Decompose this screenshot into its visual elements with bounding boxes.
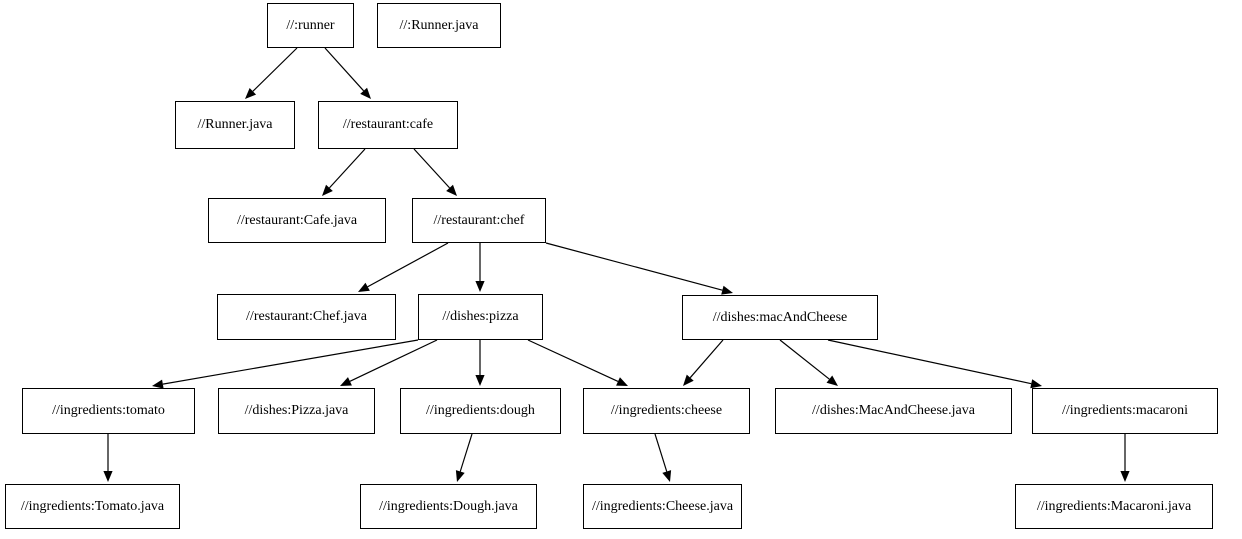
- graph-node-dishes_mac_java[interactable]: //dishes:MacAndCheese.java: [775, 388, 1012, 434]
- graph-edge-dishes_mac-to-ing_cheese: [683, 339, 724, 386]
- graph-node-restaurant_cafe[interactable]: //restaurant:cafe: [318, 101, 458, 149]
- graph-node-label: //restaurant:Cafe.java: [236, 212, 358, 228]
- graph-node-restaurant_cafe_java[interactable]: //restaurant:Cafe.java: [208, 198, 386, 243]
- graph-node-label: //restaurant:cafe: [342, 117, 434, 132]
- graph-node-label: //Runner.java: [197, 117, 273, 132]
- graph-edge-restaurant_chef-to-restaurant_chef_java: [358, 242, 449, 292]
- graph-edge-ing_tomato-to-ing_tomato_java: [103, 434, 113, 482]
- graph-node-ing_macaroni_java[interactable]: //ingredients:Macaroni.java: [1015, 484, 1213, 529]
- graph-node-label: //:runner: [286, 17, 335, 33]
- graph-node-label: //ingredients:tomato: [52, 403, 165, 418]
- graph-node-label: //ingredients:Dough.java: [379, 498, 518, 514]
- graph-node-runner[interactable]: //:runner: [267, 3, 354, 48]
- graph-node-label: //ingredients:macaroni: [1062, 403, 1188, 418]
- graph-node-label: //ingredients:Cheese.java: [591, 498, 734, 514]
- graph-node-label: //dishes:Pizza.java: [244, 403, 349, 418]
- graph-edge-dishes_pizza-to-ing_tomato: [152, 339, 419, 389]
- graph-node-ing_macaroni[interactable]: //ingredients:macaroni: [1032, 388, 1218, 434]
- arrowhead-icon: [683, 374, 694, 386]
- arrowhead-icon: [1030, 379, 1042, 389]
- arrowhead-icon: [360, 87, 371, 99]
- graph-node-label: //dishes:MacAndCheese.java: [812, 403, 975, 418]
- graph-edge-restaurant_chef-to-dishes_mac: [545, 242, 733, 295]
- graph-node-ing_tomato[interactable]: //ingredients:tomato: [22, 388, 195, 434]
- arrowhead-icon: [322, 184, 333, 196]
- graph-node-label: //ingredients:dough: [426, 403, 535, 418]
- graph-node-ing_cheese_java[interactable]: //ingredients:Cheese.java: [583, 484, 742, 529]
- graph-node-label: //ingredients:Macaroni.java: [1036, 498, 1192, 514]
- graph-edge-ing_cheese-to-ing_cheese_java: [654, 433, 672, 482]
- graph-node-ing_dough[interactable]: //ingredients:dough: [400, 388, 561, 434]
- graph-node-label: //:Runner.java: [399, 17, 479, 33]
- graph-node-restaurant_chef_java[interactable]: //restaurant:Chef.java: [217, 294, 396, 340]
- graph-edge-dishes_mac-to-ing_macaroni: [827, 339, 1042, 389]
- graph-node-root_runner_java[interactable]: //:Runner.java: [377, 3, 501, 48]
- arrowhead-icon: [446, 184, 457, 196]
- arrowhead-icon: [245, 88, 257, 99]
- graph-node-label: //dishes:macAndCheese: [712, 309, 848, 325]
- arrowhead-icon: [358, 282, 370, 292]
- graph-edge-restaurant_cafe-to-restaurant_cafe_java: [322, 148, 366, 196]
- graph-edge-ing_dough-to-ing_dough_java: [455, 433, 473, 482]
- arrowhead-icon: [475, 375, 485, 386]
- graph-edge-restaurant_cafe-to-restaurant_chef: [413, 148, 457, 196]
- graph-edge-runner-to-restaurant_cafe: [324, 47, 371, 99]
- graph-edge-dishes_mac-to-dishes_mac_java: [779, 339, 838, 386]
- graph-node-ing_cheese[interactable]: //ingredients:cheese: [583, 388, 750, 434]
- graph-node-label: //ingredients:cheese: [610, 403, 723, 418]
- graph-node-label: //restaurant:Chef.java: [246, 309, 367, 324]
- graph-edge-dishes_pizza-to-ing_dough: [475, 340, 485, 386]
- graph-node-ing_tomato_java[interactable]: //ingredients:Tomato.java: [5, 484, 180, 529]
- graph-edge-restaurant_chef-to-dishes_pizza: [475, 243, 485, 292]
- graph-node-label: //ingredients:Tomato.java: [20, 498, 165, 514]
- arrowhead-icon: [455, 470, 465, 482]
- graph-edge-ing_macaroni-to-ing_macaroni_java: [1120, 434, 1130, 482]
- arrowhead-icon: [616, 377, 628, 386]
- arrowhead-icon: [826, 375, 838, 386]
- arrowhead-icon: [475, 281, 485, 292]
- graph-node-ing_dough_java[interactable]: //ingredients:Dough.java: [360, 484, 537, 529]
- graph-node-dishes_pizza_java[interactable]: //dishes:Pizza.java: [218, 388, 375, 434]
- graph-edge-dishes_pizza-to-ing_cheese: [527, 339, 628, 386]
- arrowhead-icon: [103, 471, 113, 482]
- arrowhead-icon: [662, 470, 672, 482]
- graph-node-label: //dishes:pizza: [442, 309, 519, 324]
- graph-edge-dishes_pizza-to-dishes_pizza_java: [340, 339, 438, 386]
- arrowhead-icon: [1120, 471, 1130, 482]
- arrowhead-icon: [721, 285, 733, 295]
- graph-node-restaurant_chef[interactable]: //restaurant:chef: [412, 198, 546, 243]
- arrowhead-icon: [340, 377, 352, 386]
- graph-node-dishes_mac[interactable]: //dishes:macAndCheese: [682, 295, 878, 340]
- graph-node-dishes_pizza[interactable]: //dishes:pizza: [418, 294, 543, 340]
- graph-node-label: //restaurant:chef: [433, 212, 525, 228]
- graph-edge-runner-to-runner_java: [245, 47, 298, 99]
- graph-node-runner_java[interactable]: //Runner.java: [175, 101, 295, 149]
